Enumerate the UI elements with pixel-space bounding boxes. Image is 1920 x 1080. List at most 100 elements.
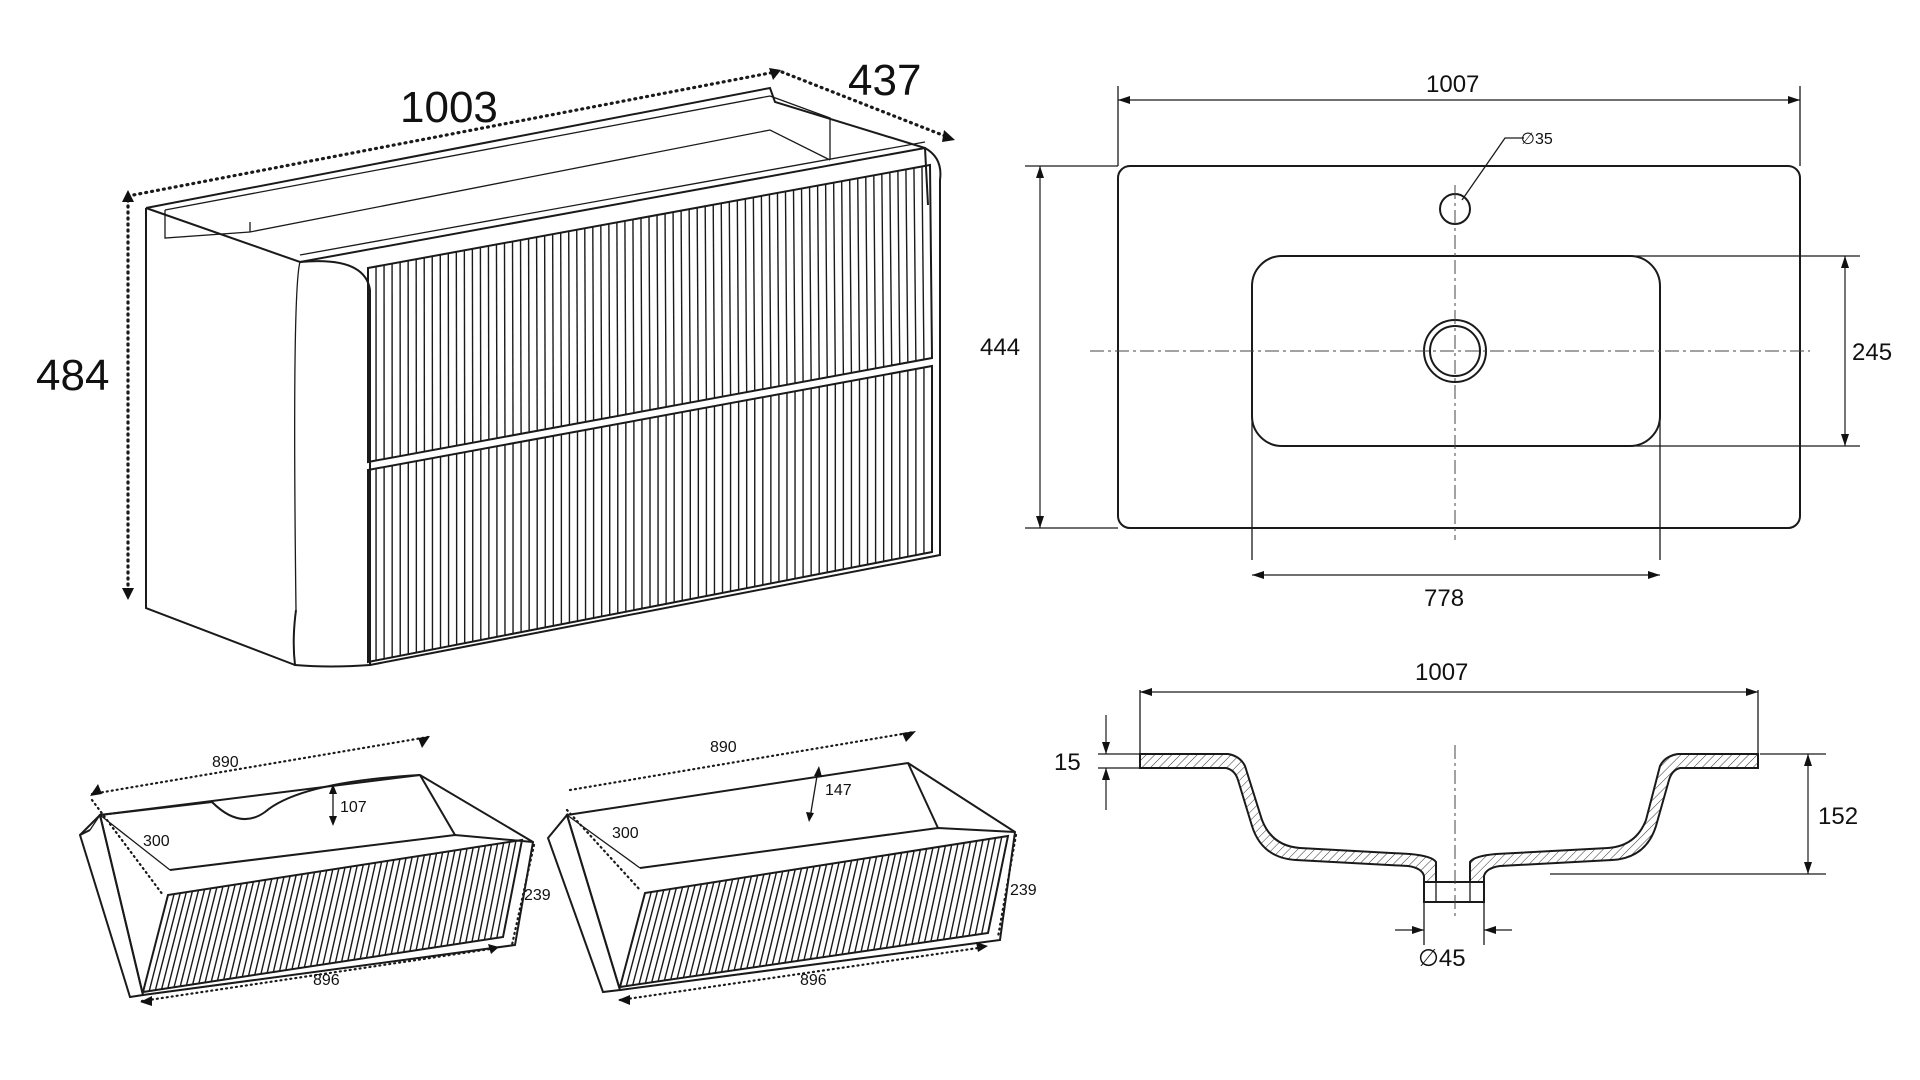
flute-line <box>736 200 740 394</box>
flute-line <box>905 169 909 363</box>
drawer-left-front-width: 896 <box>313 972 340 989</box>
flute-line <box>347 863 371 961</box>
flute-line <box>465 845 487 943</box>
flute-line <box>440 849 462 947</box>
flute-line <box>917 846 940 944</box>
flute-line <box>664 213 667 408</box>
cabinet-view: 1003 437 484 <box>36 56 955 668</box>
flute-line <box>216 883 242 981</box>
flute-line <box>434 850 456 948</box>
flute-line <box>210 884 236 982</box>
cabinet-height-label: 484 <box>36 351 109 400</box>
flute-line <box>777 868 803 964</box>
flute-line <box>154 892 181 991</box>
flute-line <box>272 874 297 973</box>
flute-line <box>160 891 187 990</box>
flute-line <box>551 234 555 428</box>
flute-line <box>865 176 869 370</box>
flute-line <box>390 856 413 955</box>
flute-line <box>179 889 206 987</box>
flute-line <box>873 175 877 369</box>
flute-line <box>708 879 734 975</box>
flute-line <box>835 859 859 956</box>
flute-line <box>746 873 771 969</box>
bowl-depth-label: 245 <box>1852 339 1892 366</box>
flute-line <box>765 870 790 966</box>
flute-line <box>173 890 200 988</box>
drawer-right-flutes <box>625 836 1003 987</box>
flute-line <box>752 197 756 391</box>
flute-line <box>527 238 530 433</box>
drawer-right-depth: 300 <box>612 825 639 842</box>
flute-line <box>897 170 901 364</box>
flute-line <box>625 891 652 987</box>
flute-line <box>930 844 953 942</box>
flute-line <box>701 880 728 976</box>
flute-line <box>223 882 249 980</box>
flute-line <box>648 216 651 411</box>
flute-line <box>266 875 291 974</box>
flute-line <box>340 864 364 962</box>
flute-line <box>704 206 708 400</box>
flute-line <box>285 873 310 971</box>
flute-line <box>185 888 212 986</box>
flute-line <box>663 885 690 981</box>
flute-line <box>923 845 947 943</box>
section-width-label: 1007 <box>1415 659 1468 686</box>
flute-line <box>860 855 884 952</box>
flute-line <box>824 184 828 378</box>
basin-section-view: 1007 15 152 ∅45 <box>1054 659 1858 972</box>
bowl-width-label: 778 <box>1424 585 1464 612</box>
flute-line <box>167 891 194 989</box>
flute-line <box>955 840 978 938</box>
flute-line <box>260 876 285 975</box>
flute-line <box>496 840 517 939</box>
basin-width-label: 1007 <box>1426 71 1479 98</box>
flute-line <box>752 872 778 968</box>
flute-line <box>758 871 784 967</box>
flute-line <box>543 235 546 430</box>
flute-line <box>458 846 480 944</box>
flute-line <box>608 223 611 418</box>
flute-line <box>733 875 759 971</box>
flute-line <box>229 881 255 979</box>
flute-line <box>511 241 514 436</box>
flute-line <box>415 853 438 951</box>
flute-line <box>873 853 897 950</box>
flute-line <box>695 881 721 976</box>
flute-line <box>632 219 635 413</box>
flute-line <box>676 883 703 979</box>
flute-line <box>904 848 928 946</box>
flute-line <box>640 217 643 412</box>
flute-line <box>334 865 358 963</box>
flute-line <box>592 226 595 421</box>
flute-line <box>409 854 432 952</box>
flute-line <box>657 886 684 982</box>
tap-hole-label: ∅35 <box>1521 131 1553 148</box>
flute-line <box>535 237 538 431</box>
basin-top-view: 1007 444 778 245 ∅35 <box>980 71 1892 612</box>
flute-line <box>403 855 426 953</box>
flute-line <box>396 855 419 954</box>
flute-line <box>961 839 984 937</box>
flute-line <box>365 860 389 959</box>
flute-line <box>728 201 732 396</box>
flute-line <box>816 862 840 959</box>
flute-line <box>739 874 765 970</box>
flute-line <box>483 842 505 940</box>
flute-line <box>792 190 796 384</box>
flute-line <box>247 878 273 977</box>
flute-line <box>359 861 383 959</box>
flute-line <box>600 225 603 419</box>
flute-line <box>847 857 871 954</box>
flute-line <box>471 844 493 942</box>
flute-line <box>898 849 922 947</box>
flute-line <box>278 873 303 972</box>
flute-line <box>921 166 925 360</box>
flute-line <box>638 889 665 985</box>
flute-line <box>316 868 340 966</box>
rim-thickness-label: 15 <box>1054 749 1081 776</box>
drawer-right-view: 890 147 300 239 896 <box>546 730 1037 1005</box>
flute-line <box>803 864 828 961</box>
